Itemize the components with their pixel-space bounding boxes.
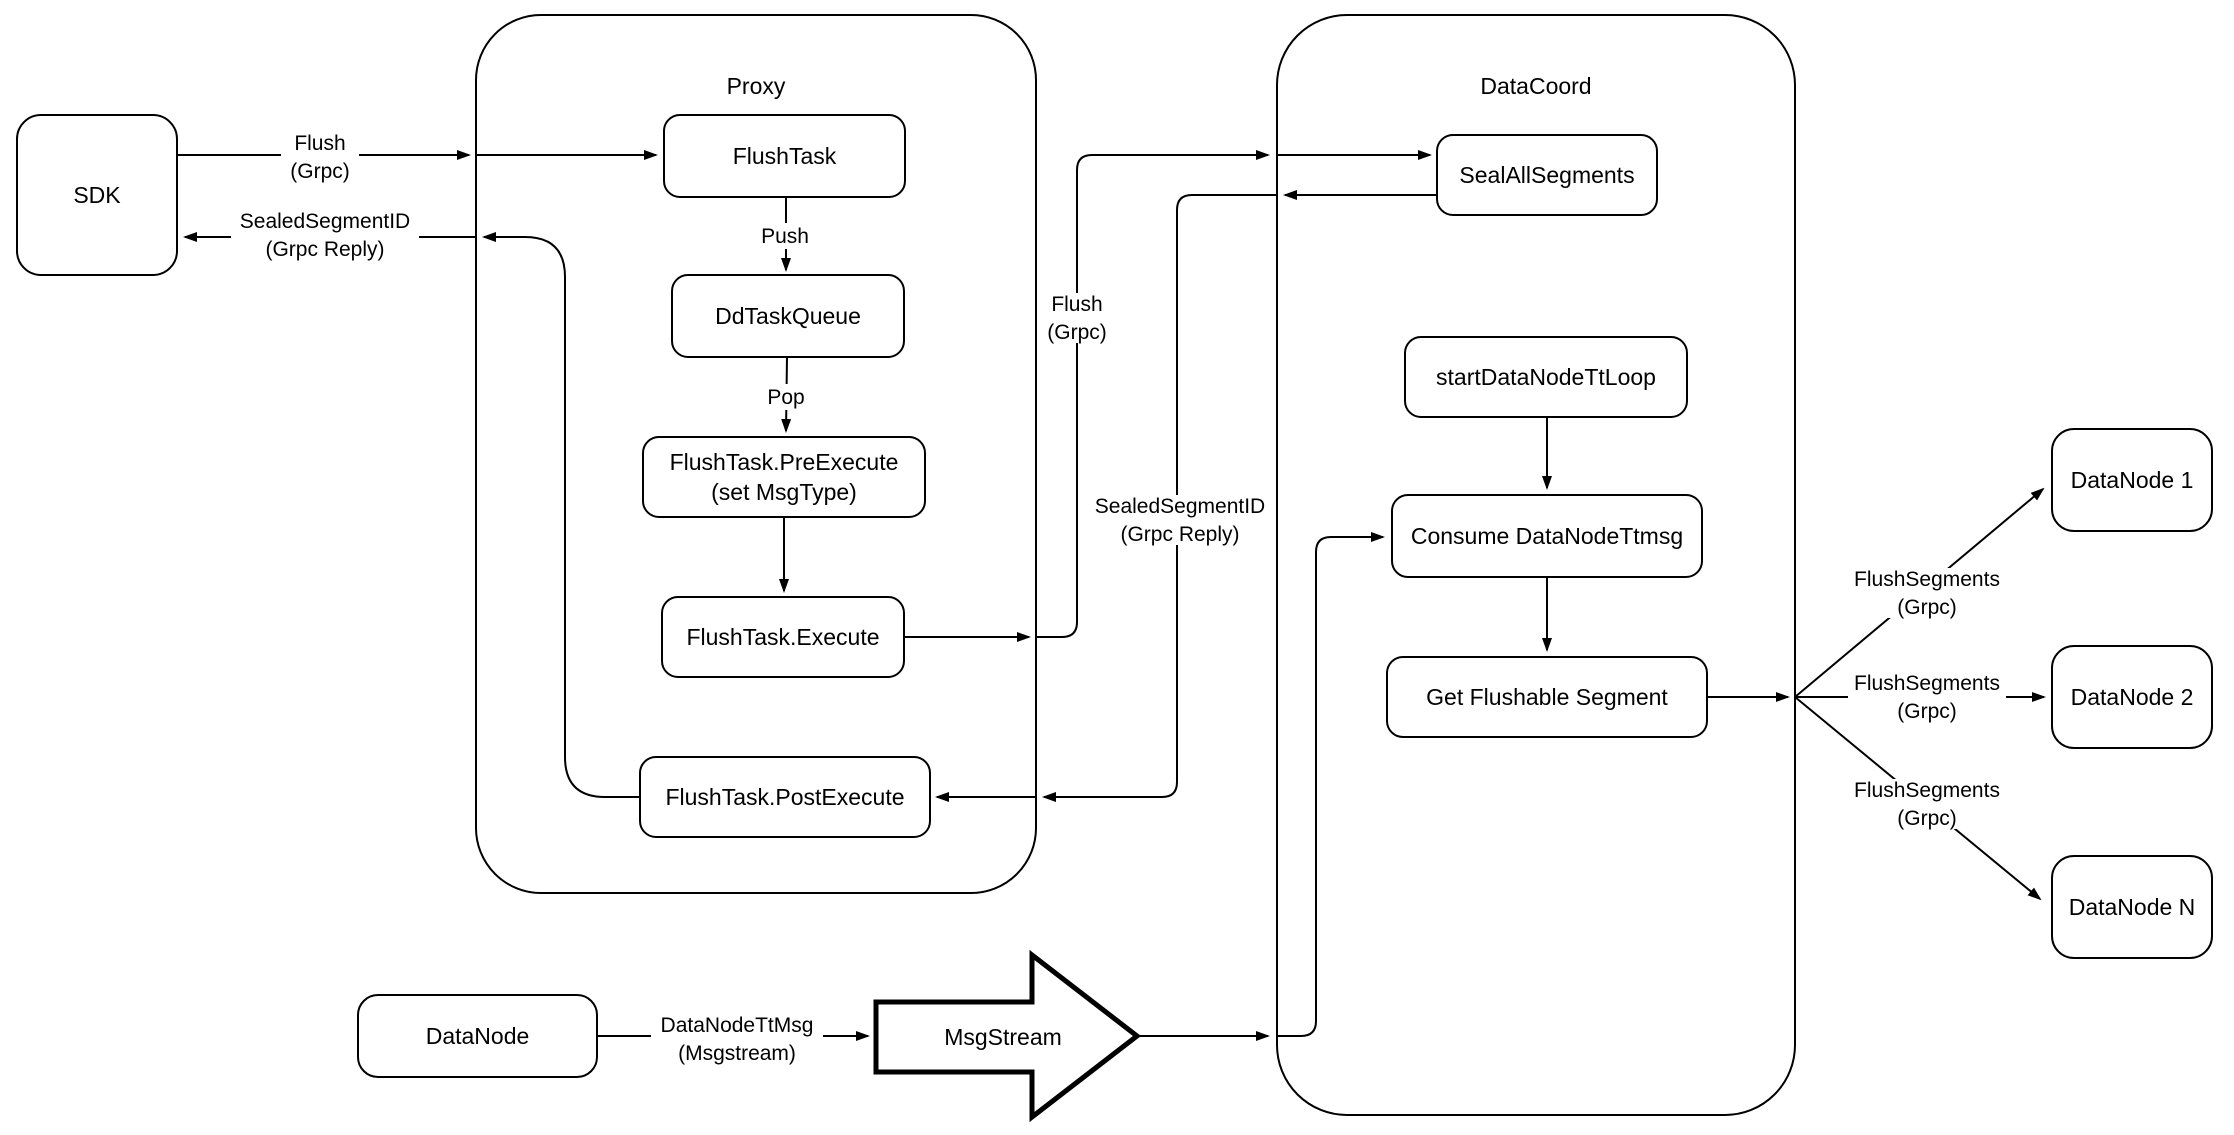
- node-datanode-source-box: [357, 994, 598, 1078]
- msgstream-label: MsgStream: [944, 1024, 1062, 1050]
- edge-label-push: Push: [756, 223, 814, 249]
- node-get-flushable-box: [1386, 656, 1708, 738]
- edge-label-flushsegments-3: FlushSegments(Grpc): [1848, 779, 2006, 830]
- node-sdk: SDK: [16, 114, 178, 276]
- node-start-tt-loop-box: [1404, 336, 1688, 418]
- edge-label-pop-bg: [762, 384, 810, 410]
- edge-label-sealed-reply-mid: SealedSegmentID(Grpc Reply): [1086, 495, 1274, 546]
- edge-label-flushsegments-2: FlushSegments(Grpc): [1848, 672, 2006, 723]
- edge-label-flushsegments-1-text: FlushSegments(Grpc): [1854, 568, 2000, 619]
- edge-label-pop-text: Pop: [767, 386, 804, 409]
- node-datanode-1-box: [2051, 428, 2213, 532]
- edge-label-flushsegments-1: FlushSegments(Grpc): [1848, 568, 2006, 619]
- edge-label-flush-grpc-mid: Flush(Grpc): [1038, 293, 1116, 344]
- edge-proxy-to-datacoord-flush: [1036, 150, 1270, 638]
- node-start-tt-loop-label: startDataNodeTtLoop: [1436, 364, 1656, 390]
- edge-label-sealed-reply-sdk-text: SealedSegmentID(Grpc Reply): [240, 210, 410, 261]
- node-dd-task-queue-box: [671, 274, 905, 358]
- msgstream-shape: [873, 949, 1142, 1123]
- node-consume-ttmsg-label: Consume DataNodeTtmsg: [1411, 523, 1683, 549]
- edge-label-flushsegments-3-text: FlushSegments(Grpc): [1854, 779, 2000, 830]
- edge-label-flushsegments-2-text: FlushSegments(Grpc): [1854, 672, 2000, 723]
- node-datanode-2: DataNode 2: [2051, 645, 2213, 749]
- node-consume-ttmsg: Consume DataNodeTtmsg: [1391, 494, 1703, 578]
- node-datanode-source-label: DataNode: [426, 1023, 530, 1049]
- node-datanode-n: DataNode N: [2051, 855, 2213, 959]
- node-datanode-2-box: [2051, 645, 2213, 749]
- node-dd-task-queue: DdTaskQueue: [671, 274, 905, 358]
- node-sdk-label: SDK: [73, 182, 121, 208]
- edge-label-flush-grpc-mid-text: Flush(Grpc): [1047, 293, 1107, 344]
- node-execute: FlushTask.Execute: [661, 596, 905, 678]
- node-consume-ttmsg-box: [1391, 494, 1703, 578]
- node-seal-all-segments-box: [1436, 134, 1658, 216]
- node-get-flushable-label: Get Flushable Segment: [1426, 684, 1668, 710]
- edge-label-pop: Pop: [762, 384, 810, 410]
- node-seal-all-segments: SealAllSegments: [1436, 134, 1658, 216]
- node-datanode-n-label: DataNode N: [2069, 894, 2196, 920]
- node-pre-execute-box: [642, 436, 926, 518]
- node-datanode-1-label: DataNode 1: [2071, 467, 2194, 493]
- node-datanode-n-box: [2051, 855, 2213, 959]
- node-post-execute-label: FlushTask.PostExecute: [665, 784, 904, 810]
- node-flush-task-box: [663, 114, 906, 198]
- edge-postexec-to-proxy-border: [482, 232, 640, 798]
- node-get-flushable: Get Flushable Segment: [1386, 656, 1708, 738]
- node-dd-task-queue-label: DdTaskQueue: [715, 303, 861, 329]
- edge-label-push-bg: [756, 223, 814, 249]
- node-flush-task: FlushTask: [663, 114, 906, 198]
- edge-label-push-text: Push: [761, 225, 809, 248]
- node-datanode-1: DataNode 1: [2051, 428, 2213, 532]
- edge-border-up-to-consume: [1277, 532, 1385, 1037]
- container-datacoord-title: DataCoord: [1480, 73, 1591, 99]
- edge-label-flush-grpc-sdk-text: Flush(Grpc): [290, 132, 350, 183]
- edge-label-sealed-reply-sdk-bg: [231, 210, 419, 260]
- edge-label-flushsegments-1-bg: [1848, 568, 2006, 618]
- node-post-execute: FlushTask.PostExecute: [639, 756, 931, 838]
- node-execute-box: [661, 596, 905, 678]
- node-flush-task-label: FlushTask: [733, 143, 837, 169]
- container-proxy-title: Proxy: [727, 73, 786, 99]
- edge-label-flush-grpc-mid-bg: [1038, 293, 1116, 343]
- node-datanode-source: DataNode: [357, 994, 598, 1078]
- edge-label-flushsegments-2-bg: [1848, 672, 2006, 722]
- edge-label-flush-grpc-sdk: Flush(Grpc): [281, 132, 359, 183]
- edge-label-sealed-reply-sdk: SealedSegmentID(Grpc Reply): [231, 210, 419, 261]
- edge-label-datanodettmsg-text: DataNodeTtMsg(Msgstream): [661, 1014, 814, 1065]
- edge-label-flush-grpc-sdk-bg: [281, 132, 359, 182]
- edge-label-flushsegments-3-bg: [1848, 779, 2006, 829]
- node-execute-label: FlushTask.Execute: [686, 624, 879, 650]
- node-sdk-box: [16, 114, 178, 276]
- edge-label-sealed-reply-mid-text: SealedSegmentID(Grpc Reply): [1095, 495, 1265, 546]
- edge-label-datanodettmsg-bg: [651, 1014, 823, 1064]
- node-pre-execute-label: FlushTask.PreExecute(set MsgType): [670, 449, 899, 505]
- edge-label-sealed-reply-mid-bg: [1086, 495, 1274, 545]
- node-start-tt-loop: startDataNodeTtLoop: [1404, 336, 1688, 418]
- node-post-execute-box: [639, 756, 931, 838]
- node-datanode-2-label: DataNode 2: [2071, 684, 2194, 710]
- node-seal-all-segments-label: SealAllSegments: [1459, 162, 1634, 188]
- edge-label-datanodettmsg: DataNodeTtMsg(Msgstream): [651, 1014, 823, 1065]
- node-pre-execute: FlushTask.PreExecute(set MsgType): [642, 436, 926, 518]
